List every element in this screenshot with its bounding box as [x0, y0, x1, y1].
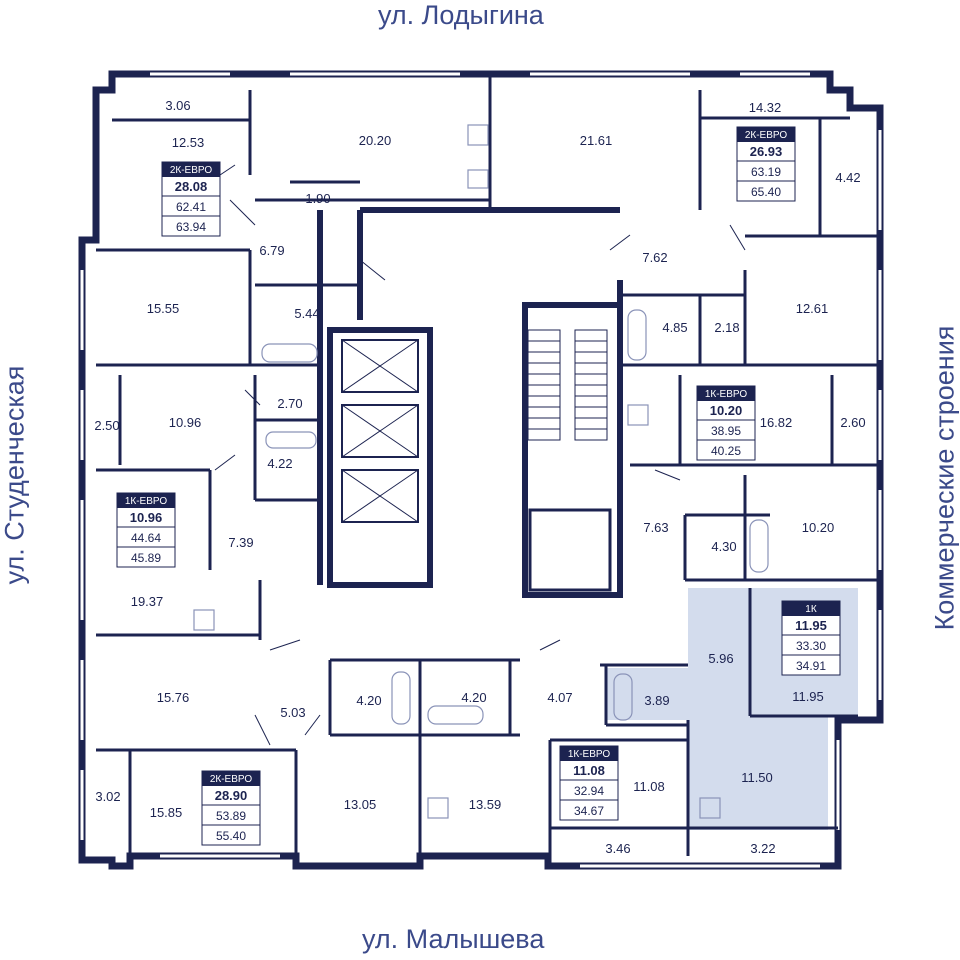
street-label-bottom: ул. Малышева: [362, 924, 545, 954]
room-area: 15.85: [150, 805, 183, 820]
room-area: 3.89: [644, 693, 669, 708]
apartment-tag[interactable]: 2К-ЕВРО 28.90 53.89 55.40: [201, 770, 261, 846]
room-area: 4.85: [662, 320, 687, 335]
room-area: 5.44: [294, 306, 319, 321]
room-area: 14.32: [749, 100, 782, 115]
apartment-total: 38.95: [711, 424, 741, 438]
room-area: 3.06: [165, 98, 190, 113]
apartment-total: 33.30: [796, 639, 826, 653]
room-area: 4.22: [267, 456, 292, 471]
apartment-type: 2К-ЕВРО: [210, 774, 253, 785]
apartment-type: 2К-ЕВРО: [170, 165, 213, 176]
room-area: 13.05: [344, 797, 377, 812]
room-area: 13.59: [469, 797, 502, 812]
room-area: 2.70: [277, 396, 302, 411]
apartment-living: 11.08: [573, 763, 605, 778]
room-area: 3.46: [605, 841, 630, 856]
apartment-living: 10.20: [710, 403, 743, 418]
interior-walls: [96, 74, 880, 866]
room-area: 10.96: [169, 415, 202, 430]
apartment-tag[interactable]: 2К-ЕВРО 26.93 63.19 65.40: [736, 126, 796, 202]
room-areas: 3.06 12.53 20.20 1.90 21.61 14.32 4.42 6…: [94, 98, 865, 856]
apartment-total: 53.89: [216, 809, 246, 823]
apartment-total-balcony: 65.40: [751, 185, 781, 199]
street-label-right: Коммерческие строения: [929, 325, 960, 631]
apartment-total: 44.64: [131, 531, 161, 545]
room-area: 5.03: [280, 705, 305, 720]
apartment-total: 63.19: [751, 165, 781, 179]
apartment-tag[interactable]: 1К-ЕВРО 10.20 38.95 40.25: [696, 385, 756, 461]
room-area: 19.37: [131, 594, 164, 609]
sanitary-fixtures: [193, 124, 769, 819]
room-area: 4.42: [835, 170, 860, 185]
room-area: 1.90: [305, 191, 330, 206]
room-area: 2.18: [714, 320, 739, 335]
room-area: 2.50: [94, 418, 119, 433]
room-area: 6.79: [259, 243, 284, 258]
apartment-tag[interactable]: 1К-ЕВРО 10.96 44.64 45.89: [116, 492, 176, 568]
apartment-total-balcony: 63.94: [176, 220, 206, 234]
room-area: 11.95: [792, 689, 824, 704]
street-label-top: ул. Лодыгина: [378, 0, 544, 30]
apartment-type: 1К-ЕВРО: [705, 389, 748, 400]
apartment-total-balcony: 40.25: [711, 444, 741, 458]
room-area: 12.61: [796, 301, 829, 316]
room-area: 16.82: [760, 415, 793, 430]
exterior-walls: [78, 70, 884, 870]
apartment-type: 1К-ЕВРО: [125, 496, 168, 507]
apartment-type: 1К-ЕВРО: [568, 749, 611, 760]
room-area: 2.60: [840, 415, 865, 430]
apartment-living: 28.90: [215, 788, 248, 803]
apartment-total: 62.41: [176, 200, 206, 214]
apartment-total-balcony: 55.40: [216, 829, 246, 843]
room-area: 7.39: [228, 535, 253, 550]
room-area: 5.96: [708, 651, 733, 666]
room-area: 7.63: [643, 520, 668, 535]
windows: [80, 72, 882, 868]
room-area: 4.30: [711, 539, 736, 554]
room-area: 4.20: [356, 693, 381, 708]
apartment-living: 26.93: [750, 144, 783, 159]
apartment-tag[interactable]: 2К-ЕВРО 28.08 62.41 63.94: [161, 161, 221, 237]
room-area: 20.20: [359, 133, 392, 148]
apartment-living: 11.95: [795, 618, 827, 633]
room-area: 11.50: [741, 770, 773, 785]
apartment-living: 28.08: [175, 179, 208, 194]
room-area: 15.76: [157, 690, 190, 705]
room-area: 3.22: [750, 841, 775, 856]
room-area: 10.20: [802, 520, 835, 535]
room-area: 11.08: [633, 779, 665, 794]
apartment-type: 1К: [805, 604, 817, 615]
apartment-living: 10.96: [130, 510, 163, 525]
building-core: [317, 207, 623, 598]
room-area: 15.55: [147, 301, 180, 316]
apartment-total: 32.94: [574, 784, 604, 798]
room-area: 21.61: [580, 133, 613, 148]
apartment-tag[interactable]: 1К 11.95 33.30 34.91: [781, 600, 841, 676]
apartment-tag[interactable]: 1К-ЕВРО 11.08 32.94 34.67: [559, 745, 619, 821]
apartment-total-balcony: 34.91: [796, 659, 826, 673]
room-area: 4.20: [461, 690, 486, 705]
room-area: 3.02: [95, 789, 120, 804]
room-area: 7.62: [642, 250, 667, 265]
apartment-total-balcony: 34.67: [574, 804, 604, 818]
street-label-left: ул. Студенческая: [0, 365, 30, 585]
room-area: 4.07: [547, 690, 572, 705]
apartment-total-balcony: 45.89: [131, 551, 161, 565]
room-area: 12.53: [172, 135, 205, 150]
apartment-type: 2К-ЕВРО: [745, 130, 788, 141]
